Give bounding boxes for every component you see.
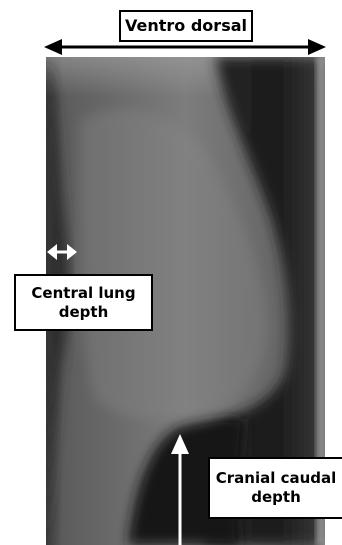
cranial-label-line1: Cranial caudal	[210, 469, 342, 488]
central-label-line2: depth	[16, 303, 151, 322]
cranial-caudal-depth-label: Cranial caudal depth	[208, 457, 342, 519]
ventro-dorsal-text: Ventro dorsal	[125, 16, 247, 35]
central-label-line1: Central lung	[16, 284, 151, 303]
central-lung-depth-label: Central lung depth	[14, 274, 153, 331]
ventro-dorsal-label: Ventro dorsal	[119, 10, 253, 42]
cranial-label-line2: depth	[210, 488, 342, 507]
